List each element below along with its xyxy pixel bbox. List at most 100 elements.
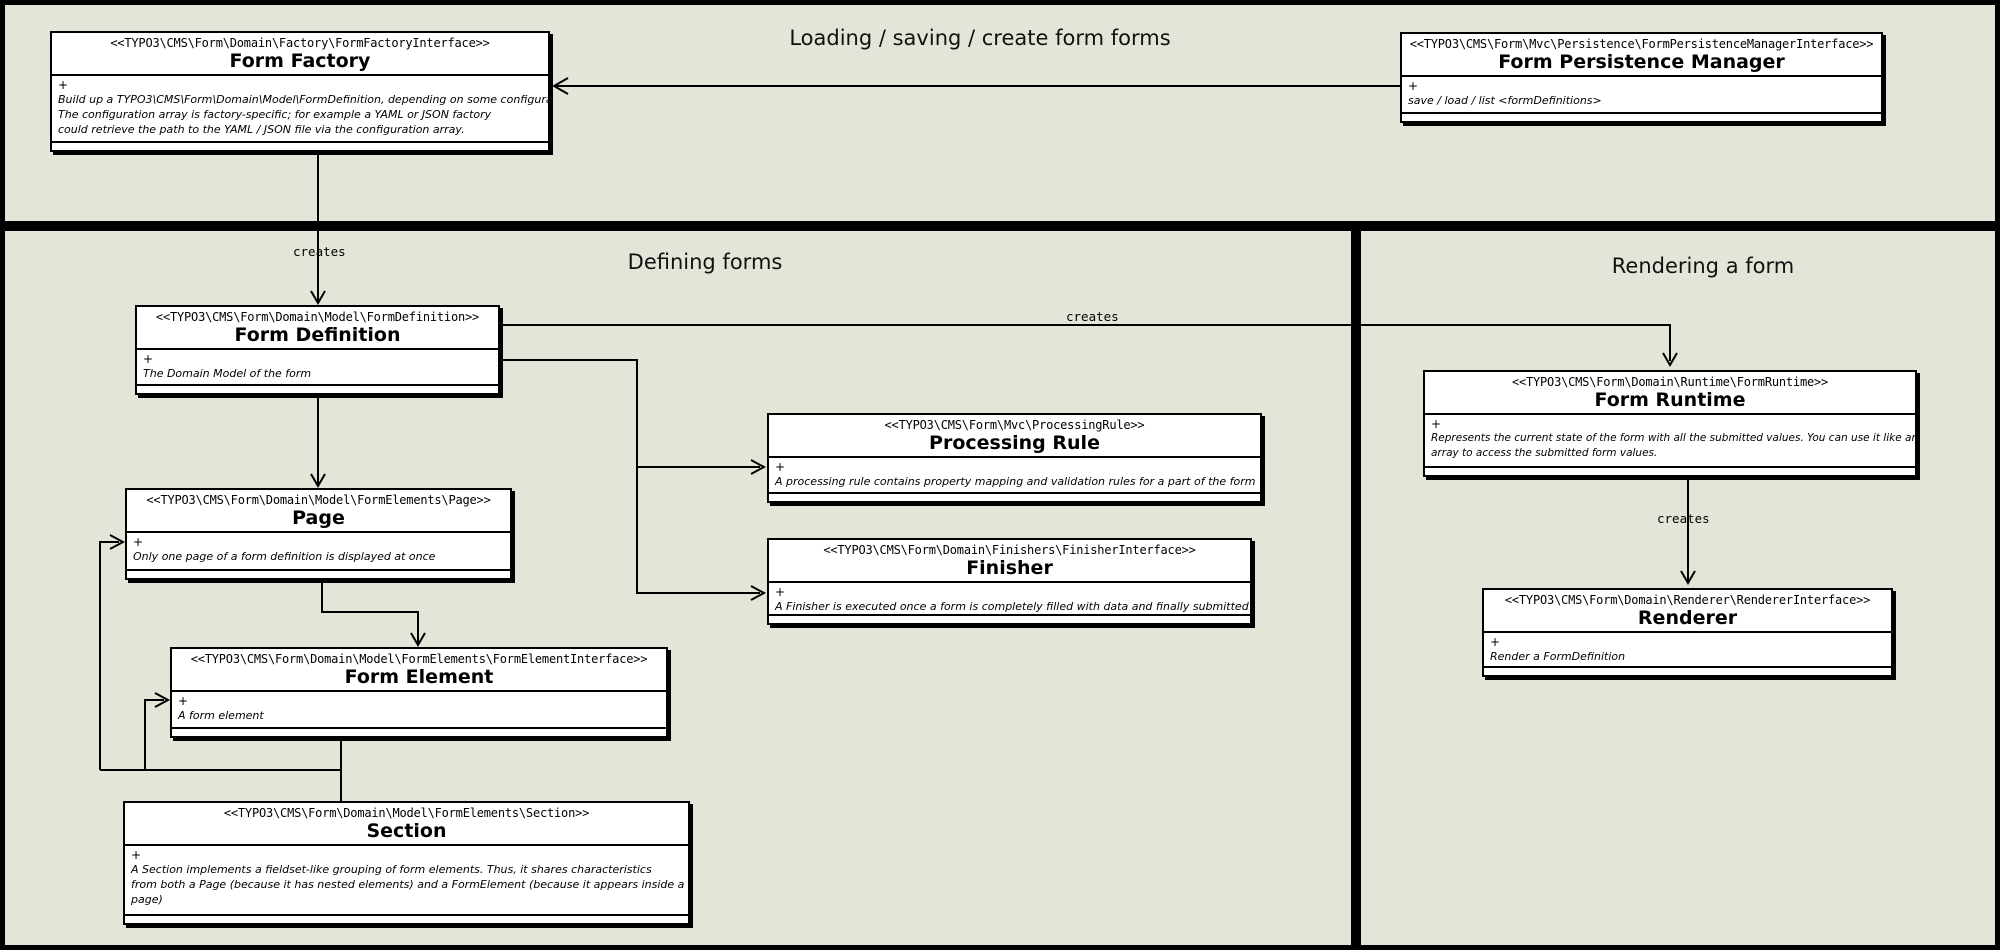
arrowhead-into-form-runtime (1662, 352, 1678, 367)
class-form-factory: <<TYPO3\CMS\Form\Domain\Factory\FormFact… (50, 31, 550, 152)
class-name: Form Element (344, 666, 494, 688)
connector-section-to-page (99, 541, 119, 770)
creates-label-renderer: creates (1657, 511, 1710, 526)
operations-compartment (769, 614, 1250, 623)
connector-definition-to-finisher (500, 359, 760, 594)
operations-compartment (1425, 466, 1915, 475)
class-form-definition: <<TYPO3\CMS\Form\Domain\Model\FormDefini… (135, 305, 500, 395)
visibility-marker: + (131, 848, 142, 862)
class-body: + Build up a TYPO3\CMS\Form\Domain\Model… (52, 76, 548, 141)
visibility-marker: + (1408, 79, 1419, 93)
class-stereotype: <<TYPO3\CMS\Form\Domain\Model\FormDefini… (155, 310, 480, 324)
class-name: Section (366, 820, 447, 842)
operations-compartment (52, 141, 548, 150)
class-renderer: <<TYPO3\CMS\Form\Domain\Renderer\Rendere… (1482, 588, 1893, 677)
class-title: <<TYPO3\CMS\Form\Domain\Model\FormElemen… (172, 649, 666, 692)
arrowhead-into-form-element-top (410, 632, 426, 647)
visibility-marker: + (133, 535, 144, 549)
class-body: + Represents the current state of the fo… (1425, 415, 1915, 466)
panel-rendering-form (1356, 226, 2000, 950)
visibility-marker: + (775, 585, 786, 599)
class-title: <<TYPO3\CMS\Form\Mvc\ProcessingRule>> Pr… (769, 415, 1260, 458)
class-description: Build up a TYPO3\CMS\Form\Domain\Model\F… (58, 93, 548, 136)
class-body: + A processing rule contains property ma… (769, 458, 1260, 492)
panel-title-rendering: Rendering a form (1611, 254, 1795, 278)
arrowhead-into-form-element-left (154, 692, 171, 708)
visibility-marker: + (178, 694, 189, 708)
class-description: A processing rule contains property mapp… (775, 475, 1256, 488)
class-body: + Render a FormDefinition (1484, 633, 1891, 666)
operations-compartment (1484, 666, 1891, 675)
class-title: <<TYPO3\CMS\Form\Domain\Model\FormElemen… (125, 803, 688, 846)
class-page: <<TYPO3\CMS\Form\Domain\Model\FormElemen… (125, 488, 512, 580)
arrowhead-into-form-definition (310, 290, 326, 305)
operations-compartment (1402, 112, 1881, 121)
class-body: + The Domain Model of the form (137, 350, 498, 384)
creates-label-factory: creates (293, 244, 346, 259)
class-title: <<TYPO3\CMS\Form\Domain\Runtime\FormRunt… (1425, 372, 1915, 415)
class-name: Renderer (1637, 607, 1738, 629)
class-description: A form element (178, 709, 264, 722)
class-stereotype: <<TYPO3\CMS\Form\Domain\Finishers\Finish… (823, 543, 1196, 557)
panel-defining-forms (0, 226, 1356, 950)
visibility-marker: + (143, 352, 154, 366)
class-description: A Section implements a fieldset-like gro… (131, 863, 685, 906)
arrowhead-into-page-left (109, 534, 126, 550)
operations-compartment (769, 492, 1260, 501)
class-body: + A form element (172, 692, 666, 727)
class-name: Form Runtime (1594, 389, 1746, 411)
class-title: <<TYPO3\CMS\Form\Domain\Factory\FormFact… (52, 33, 548, 76)
arrowhead-into-page-top (310, 473, 326, 488)
class-description: A Finisher is executed once a form is co… (775, 600, 1249, 613)
visibility-marker: + (1431, 417, 1442, 431)
class-title: <<TYPO3\CMS\Form\Domain\Renderer\Rendere… (1484, 590, 1891, 633)
visibility-marker: + (1490, 635, 1501, 649)
class-stereotype: <<TYPO3\CMS\Form\Domain\Runtime\FormRunt… (1511, 375, 1829, 389)
class-stereotype: <<TYPO3\CMS\Form\Domain\Factory\FormFact… (110, 36, 490, 50)
class-name: Form Definition (234, 324, 401, 346)
class-body: + save / load / list <formDefinitions> (1402, 77, 1881, 112)
panel-title-loading: Loading / saving / create form forms (789, 26, 1171, 50)
class-name: Page (292, 507, 345, 529)
class-title: <<TYPO3\CMS\Form\Domain\Finishers\Finish… (769, 540, 1250, 583)
arrowhead-into-form-factory (551, 77, 569, 95)
class-finisher: <<TYPO3\CMS\Form\Domain\Finishers\Finish… (767, 538, 1252, 625)
class-processing-rule: <<TYPO3\CMS\Form\Mvc\ProcessingRule>> Pr… (767, 413, 1262, 503)
class-section: <<TYPO3\CMS\Form\Domain\Model\FormElemen… (123, 801, 690, 925)
arrowhead-into-finisher (750, 585, 767, 601)
class-stereotype: <<TYPO3\CMS\Form\Mvc\Persistence\FormPer… (1409, 37, 1874, 51)
panel-title-defining: Defining forms (627, 250, 783, 274)
class-form-element: <<TYPO3\CMS\Form\Domain\Model\FormElemen… (170, 647, 668, 738)
class-name: Finisher (966, 557, 1053, 579)
class-name: Form Factory (229, 50, 371, 72)
visibility-marker: + (775, 460, 786, 474)
class-description: save / load / list <formDefinitions> (1408, 94, 1602, 107)
class-stereotype: <<TYPO3\CMS\Form\Domain\Model\FormElemen… (146, 493, 491, 507)
connector-definition-creates-runtime (500, 324, 1671, 361)
arrowhead-into-processing-rule (750, 459, 767, 475)
class-description: Only one page of a form definition is di… (133, 550, 436, 563)
class-description: The Domain Model of the form (143, 367, 312, 380)
class-description: Render a FormDefinition (1490, 650, 1626, 663)
class-body: + A Finisher is executed once a form is … (769, 583, 1250, 614)
class-name: Processing Rule (929, 432, 1100, 454)
class-body: + Only one page of a form definition is … (127, 533, 510, 569)
class-title: <<TYPO3\CMS\Form\Domain\Model\FormElemen… (127, 490, 510, 533)
class-form-persistence-manager: <<TYPO3\CMS\Form\Mvc\Persistence\FormPer… (1400, 32, 1883, 123)
operations-compartment (127, 569, 510, 578)
arrowhead-into-renderer (1680, 570, 1696, 585)
operations-compartment (172, 727, 666, 736)
class-stereotype: <<TYPO3\CMS\Form\Domain\Model\FormElemen… (223, 806, 590, 820)
class-stereotype: <<TYPO3\CMS\Form\Domain\Renderer\Rendere… (1504, 593, 1871, 607)
creates-label-runtime: creates (1066, 309, 1119, 324)
panel-loading-saving (0, 0, 2000, 226)
operations-compartment (125, 914, 688, 923)
class-title: <<TYPO3\CMS\Form\Domain\Model\FormDefini… (137, 307, 498, 350)
visibility-marker: + (58, 78, 69, 92)
class-description: Represents the current state of the form… (1431, 432, 1915, 459)
class-title: <<TYPO3\CMS\Form\Mvc\Persistence\FormPer… (1402, 34, 1881, 77)
connector-page-to-form-element (321, 580, 419, 643)
class-body: + A Section implements a fieldset-like g… (125, 846, 688, 914)
